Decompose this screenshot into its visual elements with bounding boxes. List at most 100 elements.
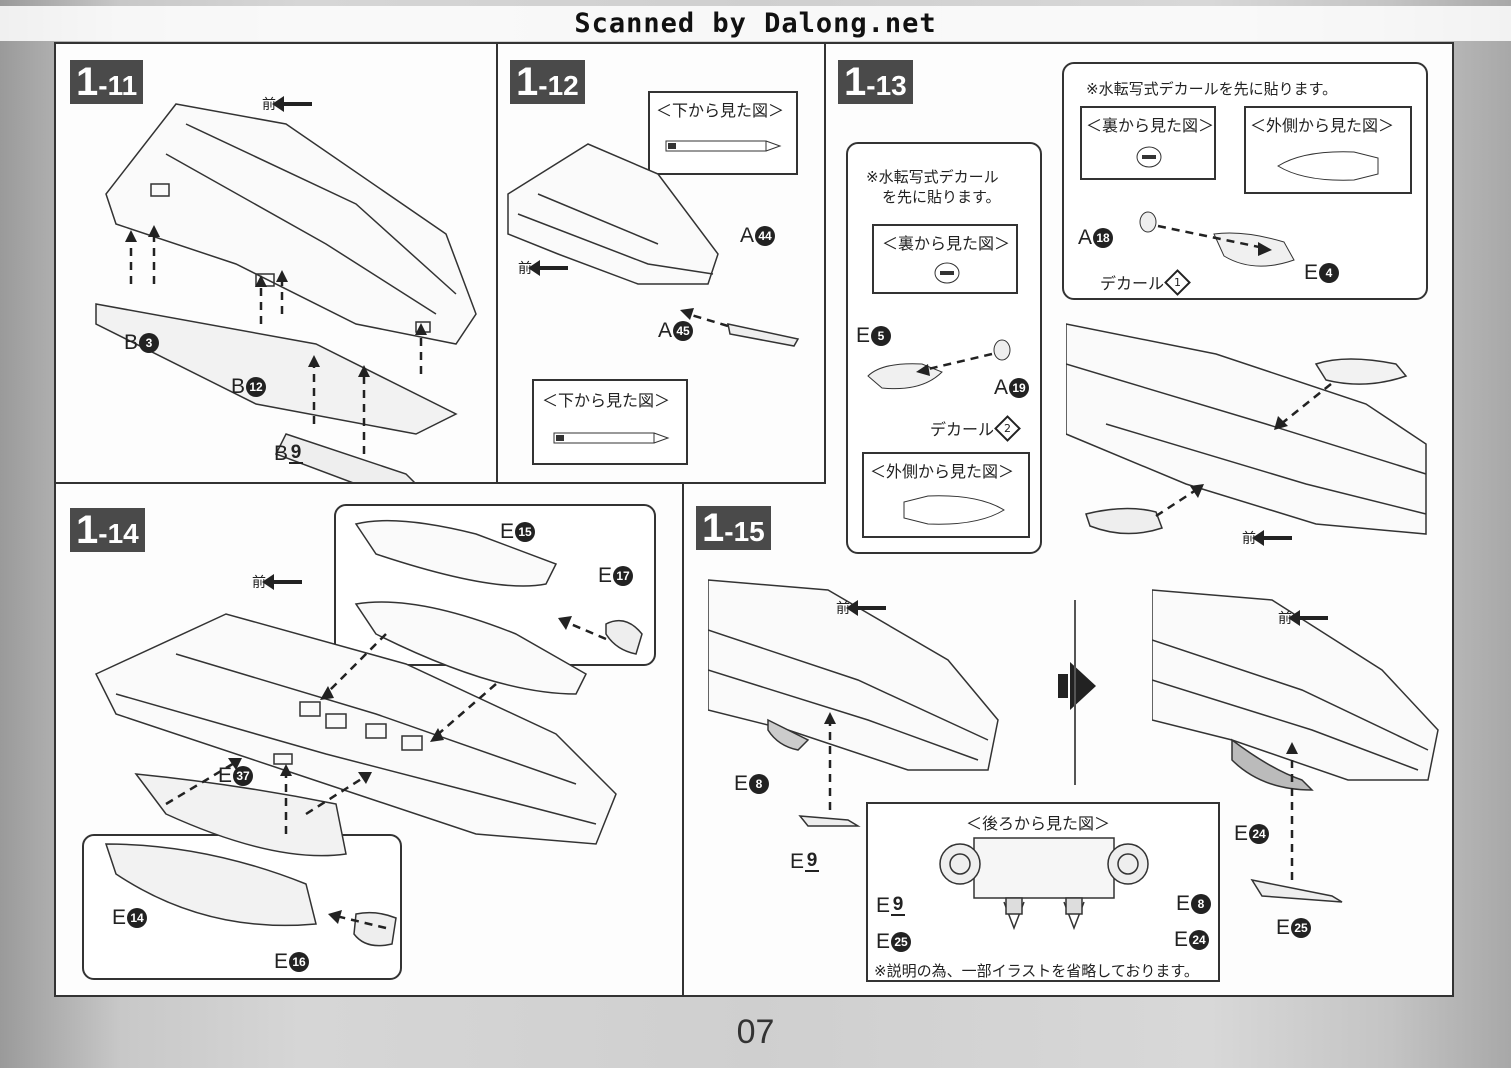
watermark: Scanned by Dalong.net [0,6,1511,41]
divider-line [1074,600,1076,785]
part-letter: E [598,564,613,587]
view-label: ＜外側から見た図＞ [1250,116,1395,135]
part-number-badge: 18 [1093,228,1114,248]
part-number-badge: 25 [1291,918,1312,938]
step-minor: -13 [866,70,907,101]
step-minor: -15 [724,516,765,547]
part-number-badge: 8 [1191,894,1212,914]
part-letter: E [1176,892,1191,915]
panel-step-1-13: 1-13 ※水転写式デカールを先に貼ります。 ＜裏から見た図＞ ＜外側から見た図… [824,42,1454,572]
part-outside-sketch [1277,151,1379,181]
view-label: ＜裏から見た図＞ [1086,116,1215,135]
step-major: 1 [702,506,725,550]
front-direction-indicator: 前 [836,598,886,618]
part-letter: E [734,772,749,795]
decal-text: デカール [1100,274,1165,293]
step-number-1-13: 1-13 [838,60,913,104]
ship-before-illustration [708,579,999,827]
view-label: ＜裏から見た図＞ [882,234,1011,253]
progress-arrow-icon [1058,662,1096,710]
part-number-badge: 9 [891,894,906,916]
arrow-left-icon [1252,530,1292,546]
view-label: ＜下から見た図＞ [542,391,671,410]
arrow-left-icon [272,96,312,112]
part-number-badge: 25 [891,932,912,952]
front-direction-indicator: 前 [1242,528,1292,548]
view-label: ＜後ろから見た図＞ [966,814,1111,833]
part-number-badge: 9 [805,850,820,872]
front-direction-indicator: 前 [518,258,568,278]
rear-view-illustration [939,837,1149,931]
part-letter: E [790,850,805,873]
decal-apply-arrow [1139,211,1295,267]
part-letter: E [112,906,127,929]
decal-text: デカール [930,420,995,439]
part-underside-sketch [553,432,670,444]
part-number-badge: 16 [289,952,310,972]
step-major: 1 [76,60,99,104]
view-from-outside-box: ＜外側から見た図＞ [1244,106,1412,194]
arrow-left-icon [528,260,568,276]
part-number-badge: 44 [755,226,776,246]
part-letter: A [740,224,755,247]
step-number-1-12: 1-12 [510,60,585,104]
decal-number-diamond: 2 [994,414,1021,442]
part-underside-sketch [665,140,782,152]
part-letter: E [876,894,891,917]
ship-after-illustration [1152,589,1439,903]
part-letter: E [500,520,515,543]
front-direction-indicator: 前 [262,94,312,114]
step-minor: -12 [538,70,579,101]
part-letter: A [658,319,673,342]
decal-first-note: ※水転写式デカールを先に貼ります。 [1086,80,1338,98]
view-from-back-box: ＜裏から見た図＞ [1080,106,1216,180]
part-letter: E [1304,261,1319,284]
page-number: 07 [736,1013,775,1051]
part-number-badge: 9 [289,442,304,464]
part-number-badge: 5 [871,326,892,346]
part-number-badge: 8 [749,774,770,794]
ship-section-illustration [1066,323,1427,535]
part-back-sketch [934,262,960,284]
step-number-1-15: 1-15 [696,506,771,550]
decal-label-2: デカール 2 [930,414,1021,442]
decal-number: 2 [1004,421,1012,435]
part-letter: E [218,764,233,787]
part-letter: B [124,331,139,354]
part-number-badge: 12 [246,377,267,397]
part-number-badge: 24 [1249,824,1270,844]
view-from-below-box-top: ＜下から見た図＞ [648,91,798,175]
view-from-back-box: ＜裏から見た図＞ [872,224,1018,294]
ship-bow-illustration [507,143,800,347]
decal-first-note-line-1: ※水転写式デカール [866,168,999,186]
part-letter: E [1174,928,1189,951]
omission-note: ※説明の為、一部イラストを省略しております。 [874,962,1199,980]
part-letter: A [994,376,1009,399]
arrow-left-icon [262,574,302,590]
part-number-badge: 17 [613,566,634,586]
step-number-1-14: 1-14 [70,508,145,552]
